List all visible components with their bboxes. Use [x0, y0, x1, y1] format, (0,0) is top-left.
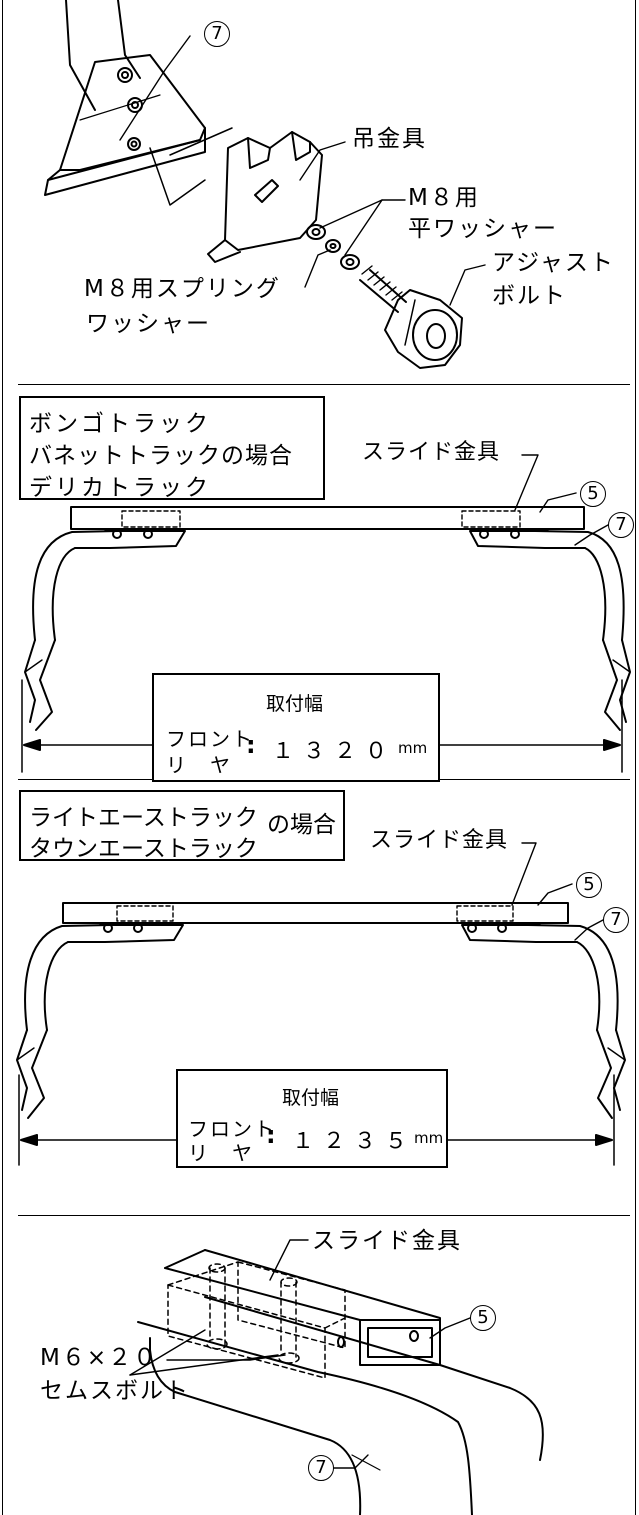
section4-drawing	[129, 1239, 544, 1515]
callout-part5-sec3: 5	[576, 872, 602, 898]
colon: :	[246, 731, 256, 759]
page-border-right	[635, 0, 636, 1515]
front-label: フロント	[166, 727, 254, 751]
rear-label: リ ヤ	[188, 1141, 254, 1165]
vehicle-name-delica: デリカトラック	[29, 475, 211, 501]
section2-drawing	[21, 454, 631, 773]
section-divider-1	[18, 384, 630, 385]
mounting-width-unit: mm	[414, 1129, 444, 1147]
vehicle-name-bongo: ボンゴトラック	[29, 411, 211, 437]
vehicle-suffix: の場合	[267, 812, 336, 838]
page-border-left	[2, 0, 3, 1515]
slide-bracket-label-sec2: スライド金具	[362, 440, 501, 465]
adjust-bolt-label-1: アジャスト	[492, 250, 615, 276]
mounting-width-value: １２３５	[292, 1129, 417, 1154]
callout-part7-sec2: 7	[608, 512, 634, 538]
mounting-width-unit: mm	[398, 739, 428, 757]
vehicle-box-sec3: ライトエーストラック タウンエーストラック の場合	[19, 790, 345, 862]
sems-bolt-label-1: M６×２０	[40, 1345, 159, 1371]
vehicle-name-townace: タウンエーストラック	[29, 836, 258, 862]
sems-bolt-label-2: セムスボルト	[40, 1378, 190, 1404]
section3-drawing	[16, 842, 626, 1166]
slide-bracket-label-sec3: スライド金具	[370, 828, 509, 853]
flat-washer-label-1: M８用	[408, 185, 480, 211]
front-label: フロント	[188, 1117, 276, 1141]
section-divider-3	[18, 1215, 630, 1216]
callout-part7-sec3: 7	[603, 907, 629, 933]
hanger-label: 吊金具	[352, 126, 427, 152]
rear-label: リ ヤ	[166, 753, 232, 777]
colon: :	[266, 1121, 276, 1149]
flat-washer-label-2: 平ワッシャー	[408, 216, 558, 242]
slide-bracket-label-sec4: スライド金具	[312, 1228, 462, 1254]
spring-washer-label-1: M８用スプリング	[84, 276, 281, 302]
vehicle-name-liteace: ライトエーストラック	[29, 805, 258, 831]
vehicle-box-sec2: ボンゴトラック バネットトラックの場合 デリカトラック	[19, 396, 325, 501]
mounting-width-title: 取付幅	[282, 1087, 340, 1109]
adjust-bolt-label-2: ボルト	[492, 283, 567, 309]
mounting-width-box-sec2: 取付幅 フロント リ ヤ : １３２０ mm	[152, 673, 440, 782]
callout-part5-sec4: 5	[470, 1305, 496, 1331]
spring-washer-label-2: ワッシャー	[86, 311, 211, 337]
callout-part7-sec1: 7	[204, 21, 230, 47]
callout-part5-sec2: 5	[580, 481, 606, 507]
mounting-width-title: 取付幅	[266, 693, 324, 715]
vehicle-name-vanette: バネットトラックの場合	[29, 443, 293, 469]
mounting-width-value: １３２０	[272, 739, 397, 764]
mounting-width-box-sec3: 取付幅 フロント リ ヤ : １２３５ mm	[176, 1069, 448, 1168]
callout-part7-sec4: 7	[308, 1455, 334, 1481]
section1-drawing	[44, 0, 486, 369]
